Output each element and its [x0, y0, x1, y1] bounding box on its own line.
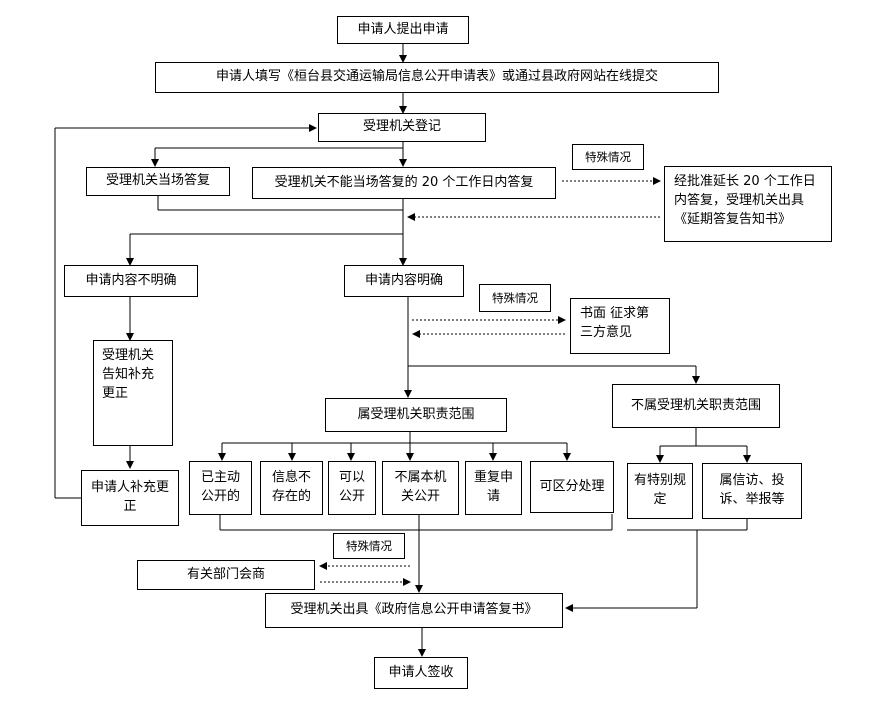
node-opt-not-open: 不属本机关公开: [382, 461, 459, 515]
node-issue-reply: 受理机关出具《政府信息公开申请答复书》: [265, 593, 563, 628]
node-out-scope: 不属受理机关职责范围: [612, 384, 780, 428]
node-apply: 申请人提出申请: [337, 16, 469, 44]
node-opt-special-rule: 有特别规定: [627, 463, 693, 519]
node-consult: 有关部门会商: [137, 560, 315, 590]
node-special-2: 特殊情况: [479, 284, 551, 312]
node-opt-separate: 可区分处理: [530, 461, 614, 513]
node-reply-on-spot: 受理机关当场答复: [86, 167, 230, 196]
node-special-1: 特殊情况: [572, 144, 644, 170]
node-opt-repeat: 重复申请: [465, 461, 522, 515]
node-extend: 经批准延长 20 个工作日内答复，受理机关出具《延期答复告知书》: [664, 166, 832, 242]
node-special-3: 特殊情况: [333, 533, 405, 559]
node-in-scope: 属受理机关职责范围: [325, 398, 507, 432]
node-notify-correct: 受理机关告知补充更正: [93, 340, 173, 446]
node-third-party: 书面 征求第三方意见: [570, 298, 670, 354]
node-clear: 申请内容明确: [344, 265, 464, 297]
node-reply-20days: 受理机关不能当场答复的 20 个工作日内答复: [252, 167, 556, 199]
node-opt-not-exist: 信息不存在的: [260, 461, 323, 515]
node-opt-disclosed: 已主动公开的: [189, 461, 252, 515]
node-opt-can-open: 可以公开: [328, 461, 376, 515]
node-sign: 申请人签收: [374, 657, 468, 689]
node-fill-form: 申请人填写《桓台县交通运输局信息公开申请表》或通过县政府网站在线提交: [155, 62, 719, 93]
node-unclear: 申请内容不明确: [64, 265, 198, 297]
node-applicant-correct: 申请人补充更正: [81, 470, 179, 526]
node-register: 受理机关登记: [318, 113, 486, 142]
node-opt-petition: 属信访、投诉、举报等: [702, 463, 802, 519]
